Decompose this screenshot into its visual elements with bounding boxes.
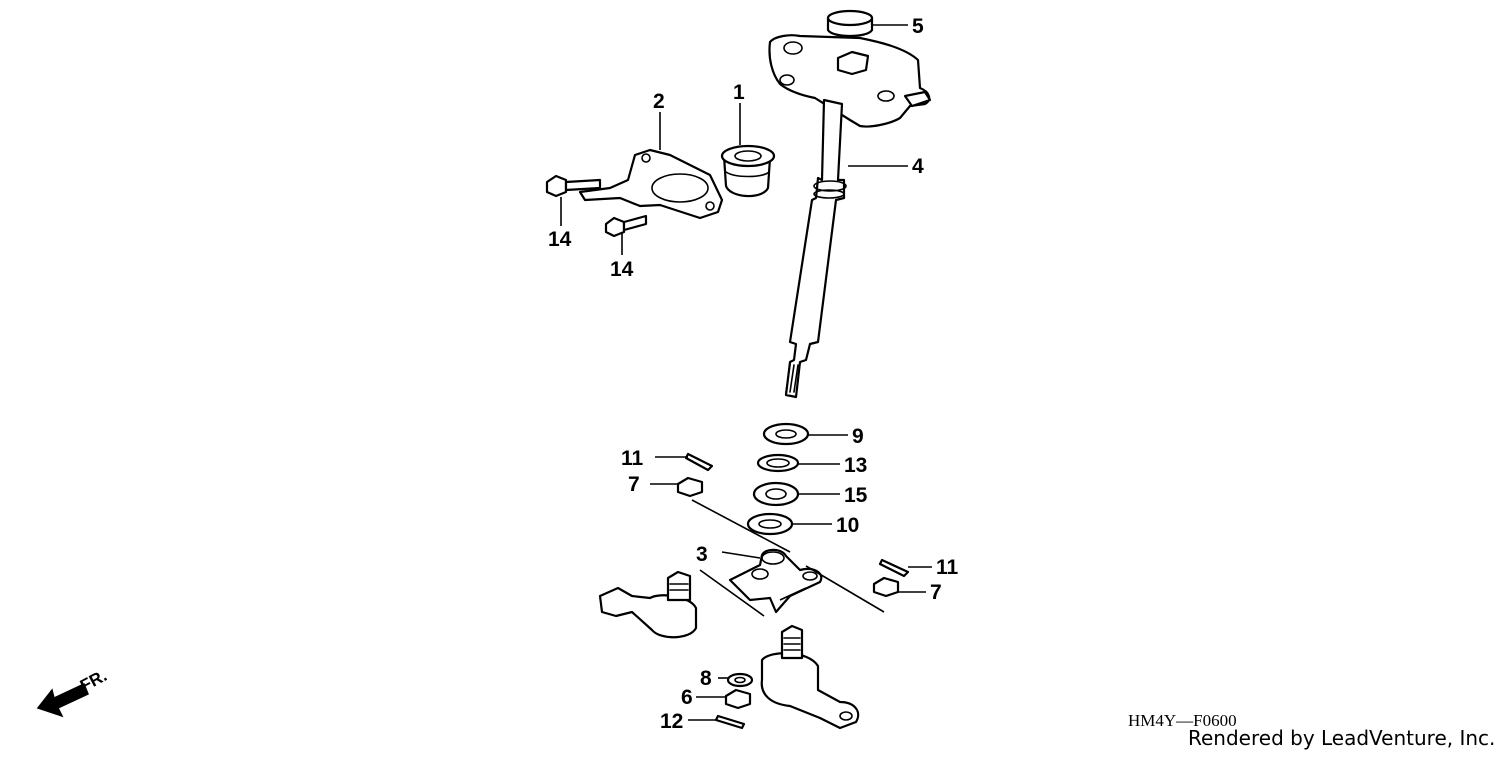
callout-12: 12 [660,710,683,733]
cotter-pin-left [684,452,714,472]
washer [726,672,754,688]
steering-arm [728,548,823,614]
callout-7-left: 7 [628,473,640,496]
callout-11-right: 11 [936,556,959,579]
callout-4: 4 [912,155,924,178]
callout-5: 5 [912,15,924,38]
callout-9: 9 [852,425,864,448]
callout-13: 13 [844,454,867,477]
render-credit: Rendered by LeadVenture, Inc. [1188,726,1496,750]
callout-14-upper: 14 [548,228,572,251]
diagram-code: HM4Y—F0600 [1128,711,1237,730]
callout-labels: 1 2 3 4 5 6 7 7 8 9 10 11 11 12 13 14 14… [548,15,959,733]
callout-1: 1 [733,81,745,104]
front-direction-marker: FR. [36,666,110,718]
castle-nut-right [872,576,900,598]
steering-shaft [768,34,932,399]
cotter-pin-bottom [714,714,746,730]
flange-bolt-upper [545,174,602,198]
castle-nut-left [676,476,704,498]
guide-line-tierod-left [699,569,807,617]
tie-rod-end-left [598,570,698,639]
circlip [756,453,800,473]
castle-nut-bottom [724,688,752,710]
oil-seal-lower [746,512,794,536]
callout-14-lower: 14 [610,258,634,281]
oil-seal-upper [762,422,810,446]
callout-15: 15 [844,484,868,507]
guide-line-arm-right [805,565,885,613]
callout-11-left: 11 [621,447,644,470]
callout-leaders [560,24,932,721]
guide-line-arm-left [691,499,791,553]
callout-7-right: 7 [930,581,942,604]
callout-10: 10 [836,514,859,537]
steering-cap [826,9,874,38]
flange-bolt-lower [604,214,648,238]
tie-rod-end-right [760,624,860,730]
bearing [752,481,800,507]
shaft-bushing [720,144,776,198]
callout-2: 2 [653,90,665,113]
callout-3: 3 [696,543,708,566]
callout-8: 8 [700,667,712,690]
cotter-pin-right [878,558,910,578]
callout-6: 6 [681,686,693,709]
shaft-holder-bracket [578,148,724,220]
front-arrow-icon [36,682,89,718]
